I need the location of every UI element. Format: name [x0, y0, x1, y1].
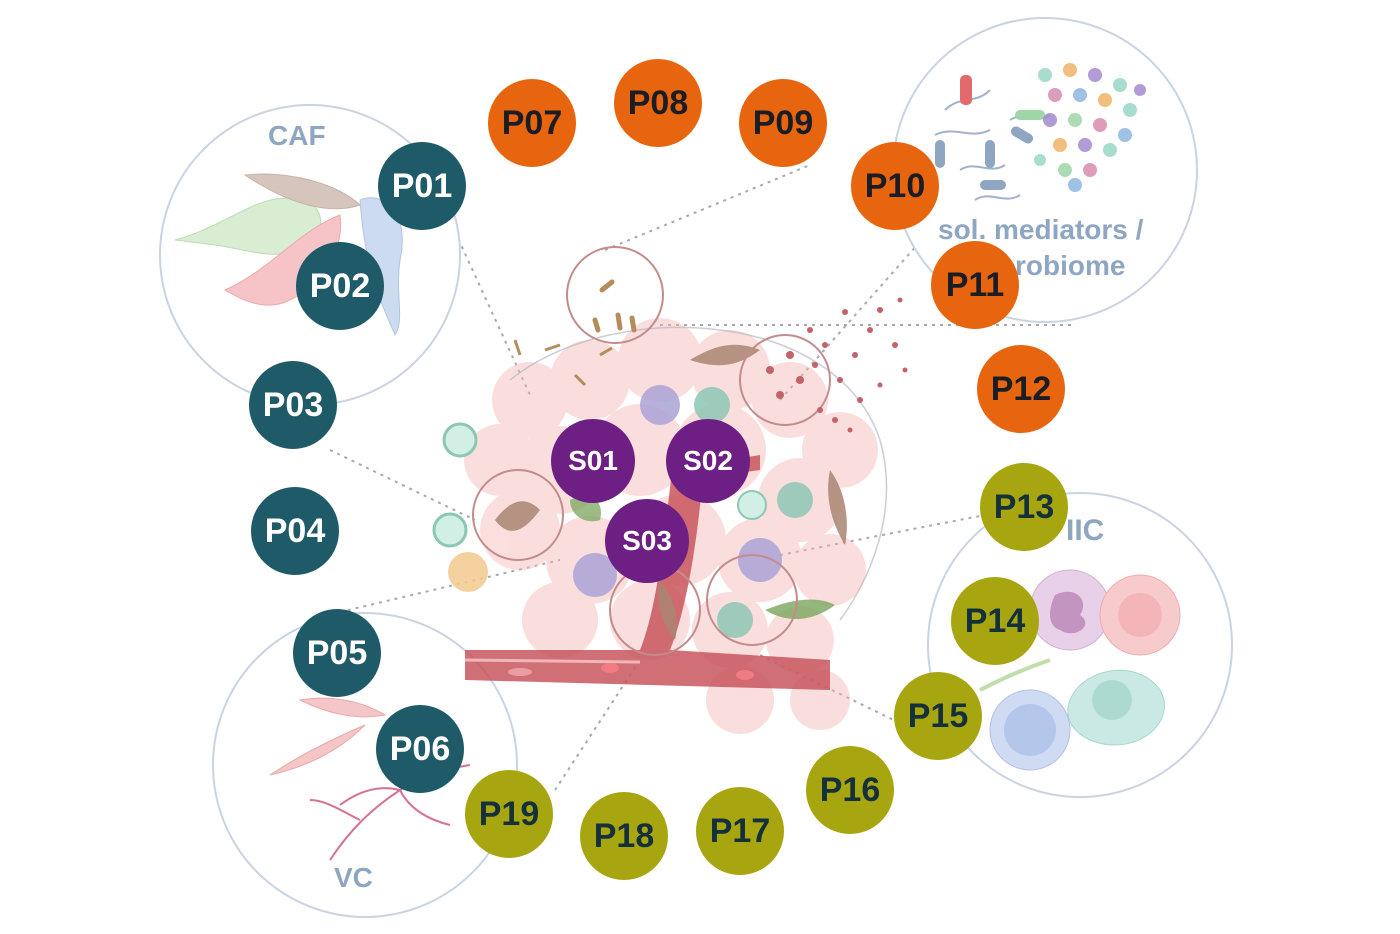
vc-circle [212, 612, 518, 918]
project-badge-p02[interactable]: P02 [296, 242, 384, 330]
project-badge-p08[interactable]: P08 [614, 59, 702, 147]
project-badge-p01[interactable]: P01 [378, 142, 466, 230]
project-badge-p05[interactable]: P05 [293, 609, 381, 697]
secreted-particles [766, 297, 908, 433]
immune-cells [979, 569, 1181, 771]
project-badge-p15[interactable]: P15 [894, 672, 982, 760]
iic-label: IIC [1066, 514, 1105, 547]
project-badge-p07[interactable]: P07 [488, 79, 576, 167]
project-badge-p11[interactable]: P11 [931, 241, 1019, 329]
project-badge-p06[interactable]: P06 [376, 705, 464, 793]
project-badge-p09[interactable]: P09 [739, 79, 827, 167]
tumor-cells [432, 339, 847, 640]
service-badge-s02[interactable]: S02 [666, 419, 750, 503]
vc-label: VC [334, 862, 373, 893]
caf-label: CAF [268, 120, 326, 151]
microbiome-elements [934, 63, 1146, 201]
project-badge-p14[interactable]: P14 [951, 577, 1039, 665]
inset-bacteria [592, 279, 637, 333]
project-badge-p13[interactable]: P13 [980, 463, 1068, 551]
project-badge-p17[interactable]: P17 [696, 787, 784, 875]
service-badge-s01[interactable]: S01 [551, 419, 635, 503]
service-badge-s03[interactable]: S03 [605, 499, 689, 583]
project-badge-p04[interactable]: P04 [251, 487, 339, 575]
inset-circles [472, 246, 831, 656]
sol-mediators-label-line2: robiome [1015, 250, 1126, 281]
project-badge-p18[interactable]: P18 [580, 792, 668, 880]
project-badge-p12[interactable]: P12 [977, 345, 1065, 433]
project-badge-p16[interactable]: P16 [806, 746, 894, 834]
project-badge-p10[interactable]: P10 [851, 142, 939, 230]
project-badge-p19[interactable]: P19 [465, 770, 553, 858]
sol-mediators-label-line1: sol. mediators / [938, 214, 1144, 245]
project-badge-p03[interactable]: P03 [249, 361, 337, 449]
